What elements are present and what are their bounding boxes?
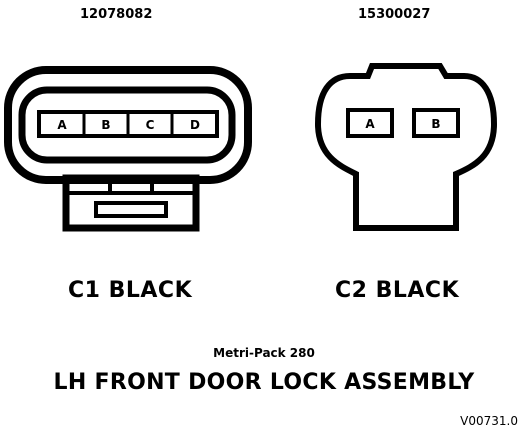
c1-connector [4,66,252,232]
c1-pin-b: B [101,118,110,132]
c1-pin-a: A [57,118,67,132]
c2-part-number: 15300027 [358,7,431,22]
c1-part-number: 12078082 [80,7,153,22]
c2-label: C2 BLACK [335,278,460,303]
c2-cavity-b [412,108,460,138]
c2-connector [314,63,498,231]
c1-pin-d: D [190,118,200,132]
assembly-title: LH FRONT DOOR LOCK ASSEMBLY [53,370,475,395]
c1-pin-c: C [146,118,155,132]
c1-label: C1 BLACK [68,278,193,303]
c2-pin-b: B [431,117,440,131]
c1-latch-housing [62,174,200,232]
c2-cavity-a [346,108,394,138]
figure-id: V00731.0 [460,414,518,428]
c1-inner-shell [18,86,236,164]
c2-shell [314,63,498,231]
c2-pin-a: A [365,117,375,131]
c1-latch-slot [94,201,168,218]
series-label: Metri-Pack 280 [213,346,315,360]
